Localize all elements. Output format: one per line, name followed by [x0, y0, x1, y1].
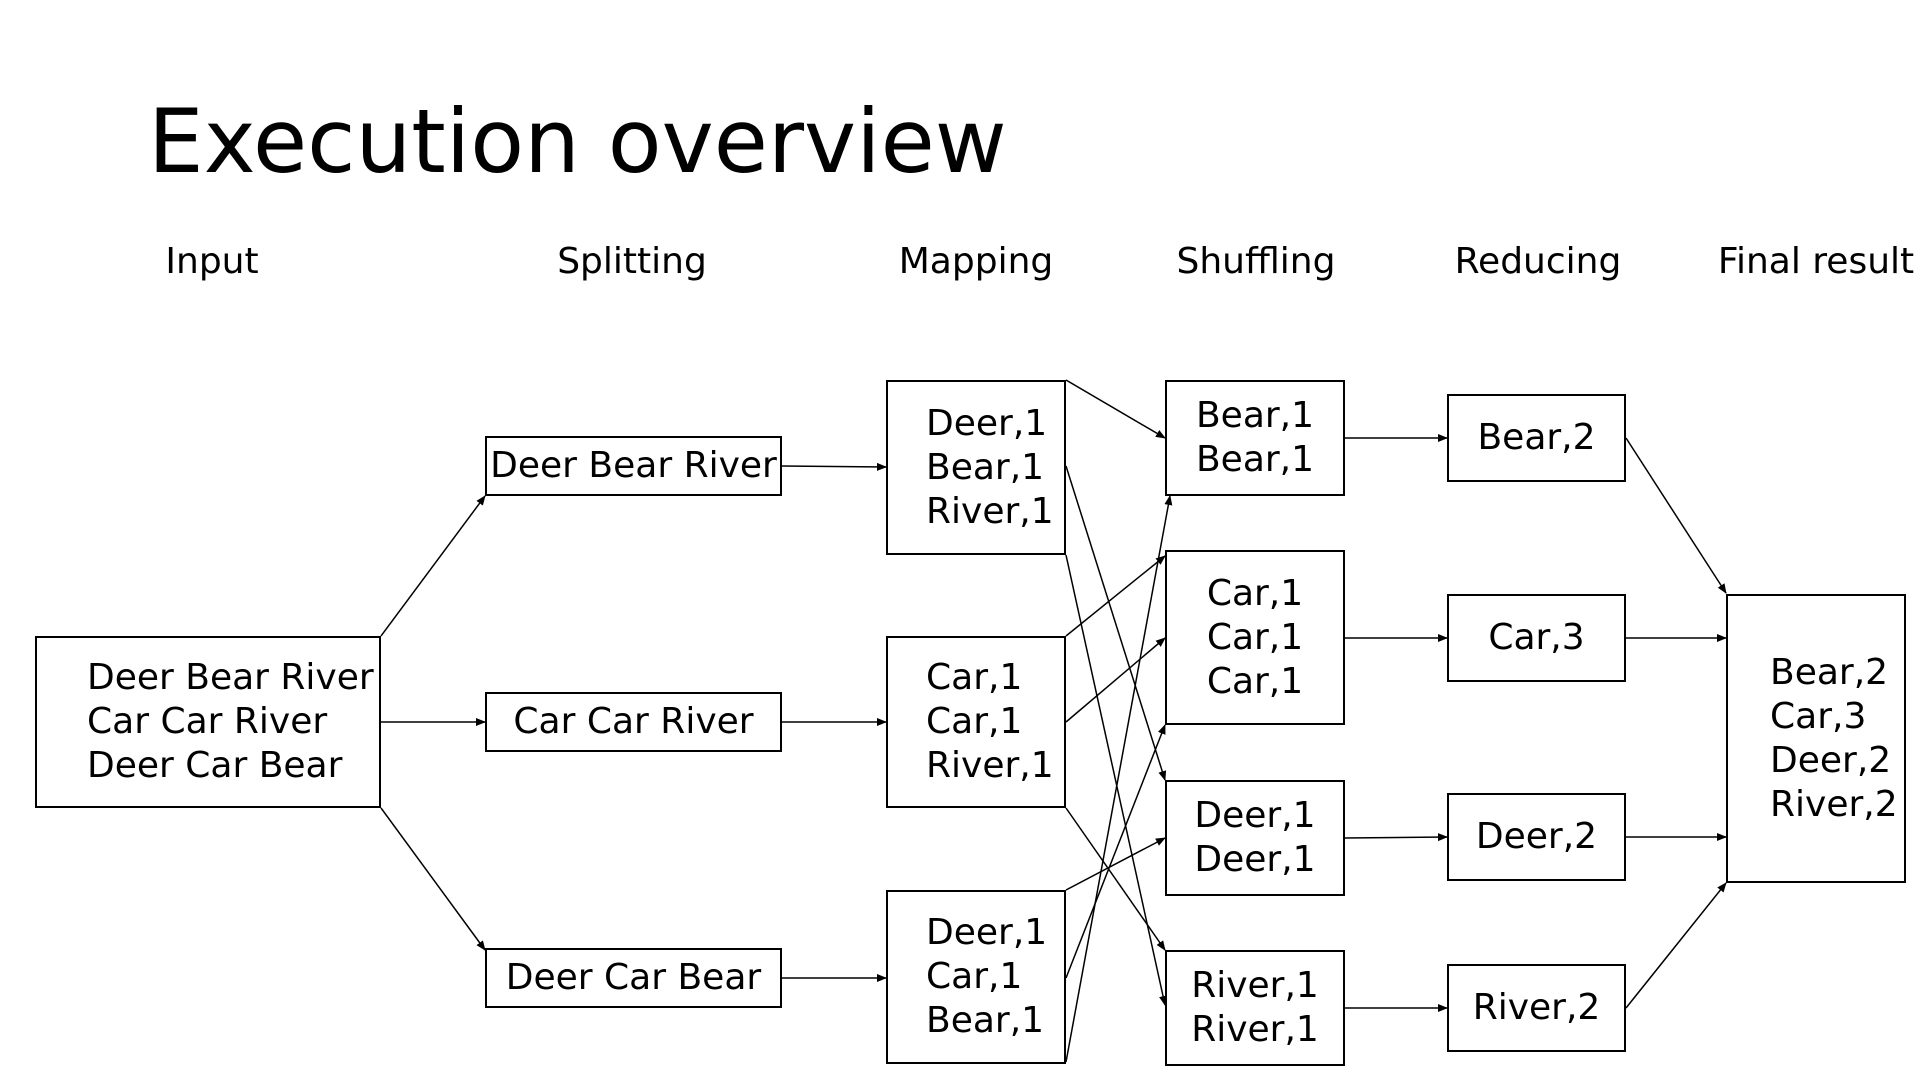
map-line: River,1	[926, 745, 1054, 786]
map-line: Car,1	[926, 701, 1023, 742]
map-line: River,1	[926, 490, 1054, 532]
map-line: Bear,1	[926, 446, 1045, 488]
final-line: Deer,2	[1770, 739, 1892, 781]
shuffle-line: Deer,1	[1194, 795, 1316, 836]
arrow-reduce-to-final-bear	[1625, 437, 1727, 594]
map-line: Deer,1	[926, 402, 1048, 444]
final-line: River,2	[1770, 783, 1898, 825]
column-header-mapping: Mapping	[898, 241, 1054, 282]
arrow-map3-to-bear	[1065, 495, 1173, 1063]
input-box: Deer Bear River Car Car River Deer Car B…	[35, 636, 381, 808]
input-line: Car Car River	[87, 701, 328, 742]
arrow-map2-to-river	[1065, 807, 1166, 951]
input-line: Deer Car Bear	[87, 745, 343, 786]
shuffle-line: Car,1	[1206, 572, 1304, 614]
reduce-text: Deer,2	[1475, 816, 1598, 857]
arrow-map2-to-car-2	[1065, 637, 1166, 723]
split-box-2: Car Car River	[485, 692, 782, 752]
map-line: Deer,1	[926, 912, 1048, 953]
split-text: Deer Bear River	[490, 445, 777, 486]
map-line: Bear,1	[926, 1000, 1045, 1041]
arrow-map1-to-river	[1065, 554, 1167, 1006]
shuffle-box-bear: Bear,1 Bear,1	[1165, 380, 1345, 496]
shuffle-box-river: River,1 River,1	[1165, 950, 1345, 1066]
map-box-2: Car,1 Car,1 River,1	[886, 636, 1066, 808]
reduce-text: Bear,2	[1477, 417, 1596, 458]
reduce-box-river: River,2	[1447, 964, 1626, 1052]
shuffle-line: River,1	[1191, 1009, 1319, 1050]
reduce-box-deer: Deer,2	[1447, 793, 1626, 881]
arrow-reduce-to-final-river	[1625, 882, 1727, 1009]
reduce-text: Car,3	[1488, 617, 1585, 658]
arrow-split-to-map-1	[781, 462, 887, 471]
final-result-box: Bear,2 Car,3 Deer,2 River,2	[1726, 594, 1906, 883]
reduce-box-car: Car,3	[1447, 594, 1626, 682]
shuffle-line: River,1	[1191, 965, 1319, 1006]
shuffle-line: Bear,1	[1195, 395, 1315, 436]
map-line: Car,1	[926, 956, 1023, 997]
column-header-splitting: Splitting	[557, 241, 707, 282]
arrow-map2-to-car-1	[1065, 555, 1166, 637]
arrow-shuffle-to-reduce-deer	[1344, 833, 1448, 842]
split-box-3: Deer Car Bear	[485, 948, 782, 1008]
reduce-text: River,2	[1472, 987, 1601, 1028]
map-box-1: Deer,1 Bear,1 River,1	[886, 380, 1066, 555]
arrow-map3-to-deer	[1065, 837, 1166, 891]
arrow-map1-to-bear	[1065, 379, 1166, 439]
final-line: Car,3	[1770, 695, 1867, 737]
split-text: Deer Car Bear	[505, 957, 762, 998]
column-header-reducing: Reducing	[1454, 241, 1622, 282]
shuffle-line: Deer,1	[1194, 839, 1316, 880]
split-text: Car Car River	[513, 701, 754, 742]
column-header-shuffling: Shuffling	[1176, 241, 1336, 282]
final-line: Bear,2	[1770, 651, 1889, 693]
shuffle-box-deer: Deer,1 Deer,1	[1165, 780, 1345, 896]
map-line: Car,1	[926, 657, 1023, 698]
arrow-map1-to-deer	[1065, 465, 1167, 781]
shuffle-box-car: Car,1 Car,1 Car,1	[1165, 550, 1345, 725]
input-line: Deer Bear River	[87, 657, 374, 698]
shuffle-line: Bear,1	[1195, 439, 1315, 480]
shuffle-line: Car,1	[1206, 660, 1304, 702]
page-title: Execution overview	[148, 90, 1007, 193]
arrow-map3-to-car	[1065, 724, 1166, 979]
split-box-1: Deer Bear River	[485, 436, 782, 496]
arrow-input-to-split-3	[380, 807, 486, 951]
column-header-final-result: Final result	[1717, 241, 1915, 282]
reduce-box-bear: Bear,2	[1447, 394, 1626, 482]
map-box-3: Deer,1 Car,1 Bear,1	[886, 890, 1066, 1064]
arrow-input-to-split-1	[380, 495, 486, 637]
column-header-input: Input	[165, 241, 259, 282]
shuffle-line: Car,1	[1206, 616, 1304, 658]
